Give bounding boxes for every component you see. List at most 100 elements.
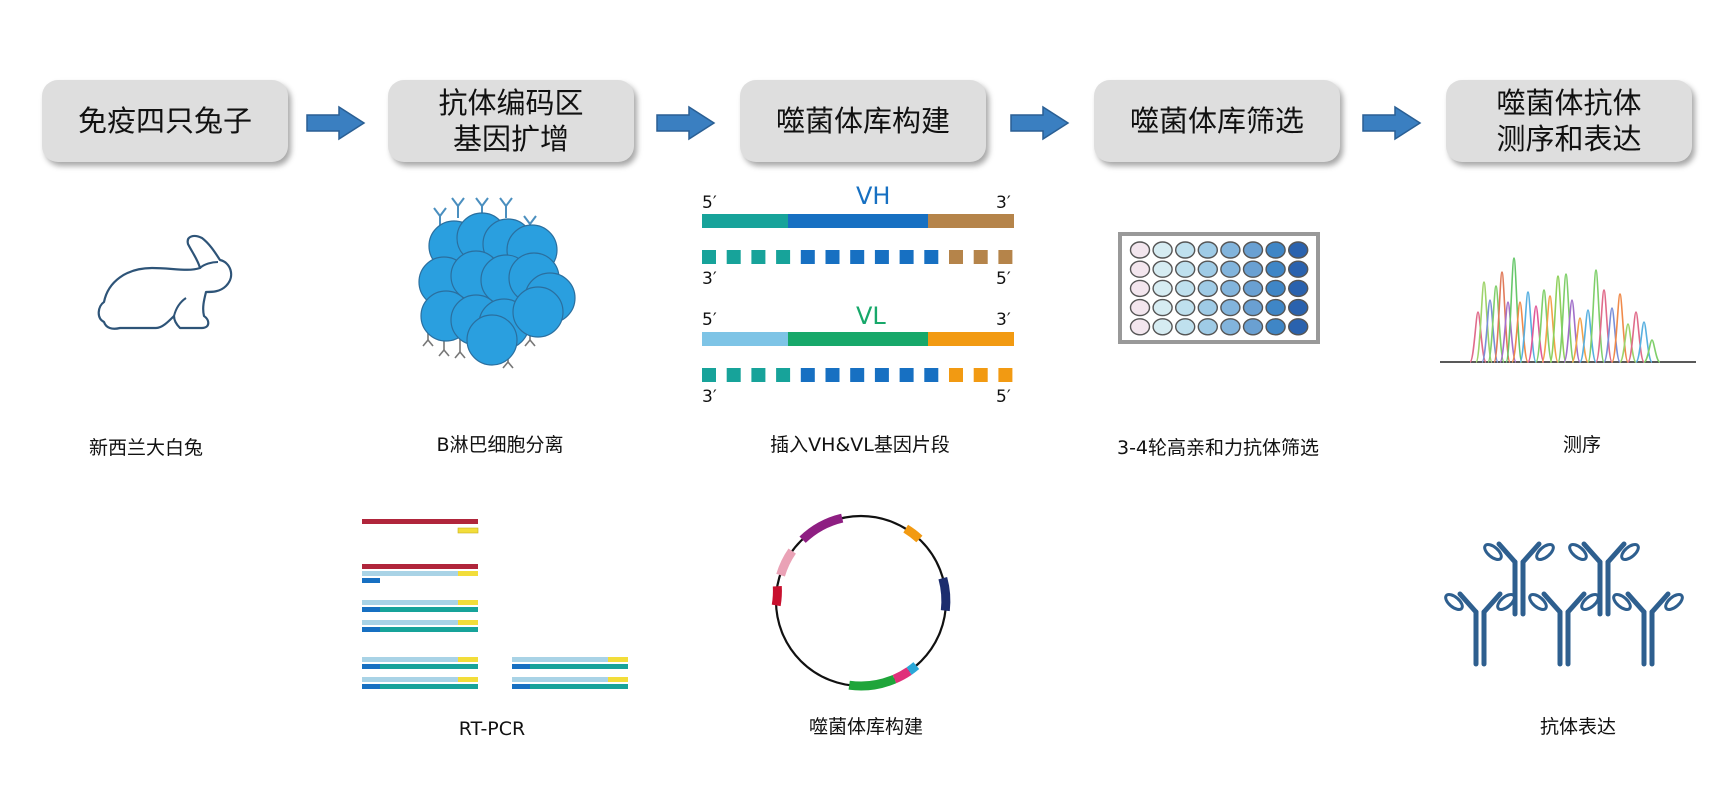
- vl-bottom-5prime: 5′: [996, 387, 1011, 407]
- plate-well: [1129, 241, 1151, 259]
- plate-well: [1174, 279, 1196, 298]
- vh-bottom-5prime: 5′: [996, 269, 1011, 289]
- plate-well: [1265, 318, 1286, 336]
- plate-well: [1197, 241, 1219, 259]
- cdna-strand: [362, 607, 478, 612]
- chromatogram-peak: [1549, 275, 1567, 363]
- rt-pcr-diagram: [362, 519, 628, 689]
- step-box-amplify: 抗体编码区 基因扩增: [388, 80, 634, 162]
- plate-well: [1242, 279, 1264, 298]
- strand-square: [800, 250, 815, 264]
- well-plate-icon: [1118, 232, 1320, 344]
- vl-segment-orange: [928, 332, 1014, 346]
- primer: [458, 571, 478, 576]
- vl-label: VL: [856, 302, 886, 330]
- plasmid-segment: [776, 548, 796, 577]
- cdna-strand: [512, 684, 628, 689]
- antibody-icon: [1528, 591, 1600, 667]
- chromatogram-peak: [1557, 273, 1575, 363]
- strand-square: [702, 368, 716, 382]
- primer: [458, 620, 478, 625]
- vl-segment-lightblue: [702, 332, 788, 346]
- vl-bottom-3prime: 3′: [702, 387, 717, 407]
- plasmid-segment: [892, 667, 912, 684]
- plate-well: [1129, 279, 1151, 298]
- primer: [362, 627, 380, 632]
- plate-well: [1152, 260, 1173, 278]
- plasmid-segment: [906, 662, 920, 675]
- antibody-icon: [1612, 591, 1684, 667]
- plate-well: [1174, 260, 1196, 278]
- arrow-icon: [1010, 105, 1070, 141]
- primer: [362, 607, 380, 612]
- rna-strand: [362, 519, 478, 524]
- plate-well: [1220, 260, 1241, 278]
- primer: [362, 684, 380, 689]
- chromatogram-peak: [1643, 339, 1661, 363]
- chromatogram-peak: [1499, 301, 1517, 363]
- caption-library: 噬菌体库构建: [808, 716, 924, 738]
- plate-well: [1129, 318, 1151, 336]
- plasmid-segment: [799, 513, 844, 544]
- plate-well: [1174, 318, 1196, 336]
- chromatogram-peak: [1563, 299, 1581, 363]
- vl-top-5prime: 5′: [702, 310, 717, 330]
- arrow-icon: [656, 105, 716, 141]
- vl-segment-green: [788, 332, 928, 346]
- plate-well: [1129, 298, 1151, 317]
- strand-square: [702, 250, 716, 264]
- caption-insert: 插入VH&VL基因片段: [770, 434, 950, 456]
- strand-square: [850, 368, 865, 382]
- plasmid-segment: [771, 585, 782, 607]
- strand-square: [776, 250, 791, 264]
- cdna-strand: [362, 627, 478, 632]
- strand-square: [998, 250, 1013, 264]
- antibody-icon: [1444, 591, 1516, 667]
- strand-square: [874, 368, 889, 382]
- strand-square: [825, 368, 840, 382]
- chromatogram-peak: [1541, 295, 1559, 363]
- plate-well: [1242, 318, 1264, 336]
- caption-screening: 3-4轮高亲和力抗体筛选: [1116, 437, 1320, 459]
- step-box-sequencing: 噬菌体抗体 测序和表达: [1446, 80, 1692, 162]
- vh-segment-brown: [928, 214, 1014, 228]
- plate-well: [1197, 298, 1219, 317]
- plate-well: [1197, 260, 1219, 278]
- cdna-strand: [362, 684, 478, 689]
- cdna-strand: [512, 657, 610, 662]
- plate-well: [1174, 298, 1196, 317]
- cdna-strand: [512, 664, 628, 669]
- caption-rtpcr: RT-PCR: [458, 718, 526, 740]
- plate-well: [1287, 260, 1309, 278]
- strand-square: [800, 368, 815, 382]
- b-cell-cluster-icon: [418, 197, 576, 369]
- rna-strand: [362, 564, 478, 569]
- strand-square: [924, 250, 939, 264]
- chromatogram-peak: [1475, 281, 1493, 363]
- plate-well: [1197, 279, 1219, 298]
- vl-top-3prime: 3′: [996, 310, 1011, 330]
- plate-well: [1220, 318, 1241, 336]
- chromatogram-peak: [1519, 291, 1537, 363]
- vh-top-3prime: 3′: [996, 193, 1011, 213]
- cdna-strand: [362, 657, 460, 662]
- strand-square: [899, 250, 914, 264]
- chromatogram-peak: [1619, 323, 1637, 363]
- chromatogram-peak: [1571, 317, 1589, 363]
- strand-square: [949, 368, 963, 382]
- vh-bottom-3prime: 3′: [702, 269, 717, 289]
- antibody-icon: [1483, 541, 1555, 617]
- vh-dashed-strand: [702, 250, 1013, 264]
- primer: [458, 657, 478, 662]
- step-box-library: 噬菌体库构建: [740, 80, 986, 162]
- strand-square: [751, 250, 766, 264]
- chromatogram-peak: [1587, 269, 1605, 363]
- plate-well: [1174, 241, 1196, 259]
- strand-square: [973, 368, 988, 382]
- plasmid-segment: [903, 524, 923, 543]
- plate-well: [1242, 298, 1264, 317]
- plate-well: [1152, 298, 1173, 317]
- antibody-expression-icon: [1444, 541, 1684, 667]
- cdna-strand: [362, 664, 478, 669]
- plate-well: [1287, 241, 1309, 259]
